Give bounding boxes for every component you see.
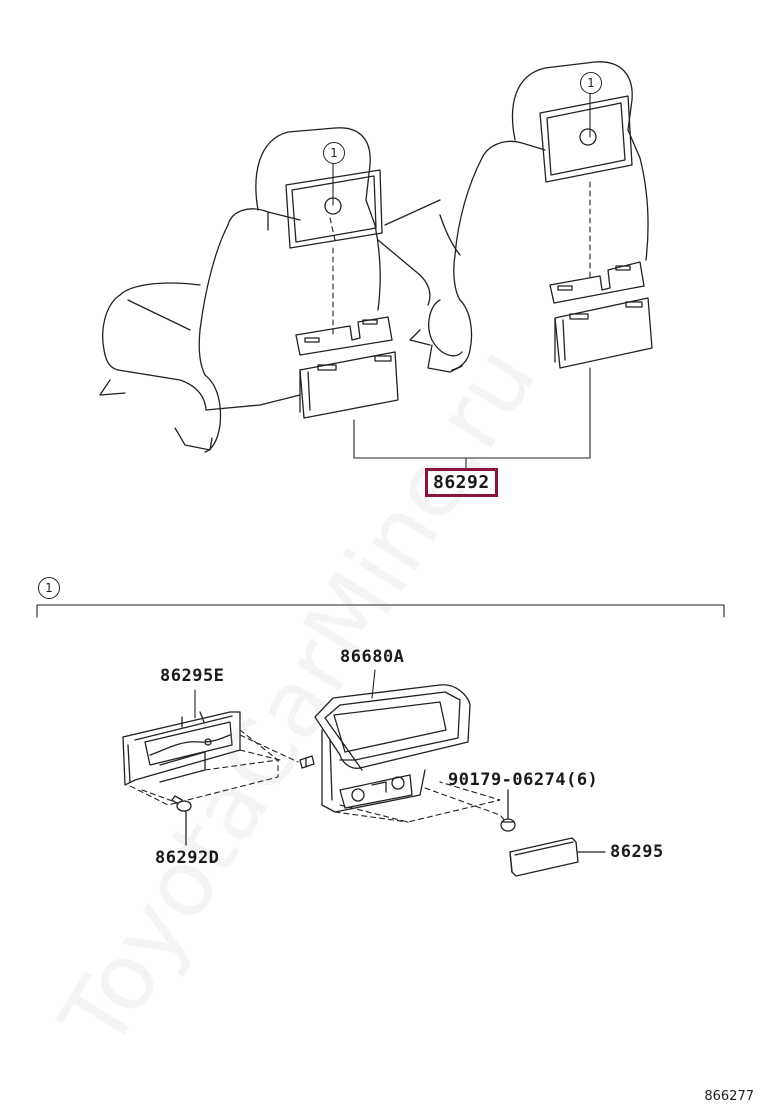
part-label-86680A[interactable]: 86680A [340, 647, 405, 667]
left-seat-illustration [99, 127, 441, 453]
section-frame [36, 604, 725, 618]
part-label-86292[interactable]: 86292 [425, 468, 498, 497]
monitor-86680A [314, 684, 471, 813]
cover-86295-illustration [509, 837, 606, 877]
left-seat-holder [295, 316, 399, 419]
part-label-86292D[interactable]: 86292D [155, 848, 220, 868]
callout-1-left-monitor: 1 [323, 142, 345, 164]
callout-1-right-monitor: 1 [580, 72, 602, 94]
callout-1-section: 1 [38, 577, 60, 599]
label-leader-lines [194, 669, 376, 719]
dashed-leader-lines [329, 181, 591, 336]
part-label-86295[interactable]: 86295 [610, 842, 664, 862]
holder-leader-bracket [353, 367, 591, 471]
screw-small-illustration [299, 755, 315, 769]
part-label-90179-06274[interactable]: 90179-06274(6) [448, 770, 599, 790]
bracket-dashed-guides [127, 729, 299, 806]
right-seat-holder [549, 261, 653, 369]
left-headrest-monitor [285, 169, 383, 249]
callout-leaders [332, 91, 591, 206]
clip-86292D-illustration [171, 795, 192, 846]
diagram-code: 866277 [704, 1089, 754, 1104]
nut-illustration [500, 789, 516, 832]
part-label-86295E[interactable]: 86295E [160, 666, 225, 686]
right-seat-illustration [409, 61, 649, 373]
right-headrest-monitor [539, 95, 633, 183]
bracket-86295E [122, 711, 241, 786]
